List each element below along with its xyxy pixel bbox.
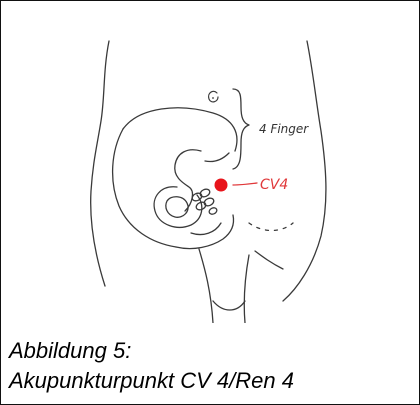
pelvis-inner-contour (175, 150, 201, 211)
groin-line-right (255, 251, 283, 269)
obturator-outline (191, 223, 221, 235)
caption-subtitle: Akupunkturpunkt CV 4/Ren 4 (9, 366, 414, 396)
pubic-arch-lower (176, 215, 234, 249)
pelvis-drawing: 4 Finger CV4 (1, 1, 419, 323)
hip-socket-outer (154, 187, 202, 228)
figure-caption: Abbildung 5: Akupunkturpunkt CV 4/Ren 4 (9, 336, 414, 396)
red-dot-icon (215, 179, 228, 192)
pelvis-iliac-crest (123, 108, 237, 151)
crotch-curve (213, 301, 245, 310)
pubic-bone-ovals (191, 188, 218, 216)
thigh-inner-left (199, 249, 213, 323)
torso-outline-left (91, 41, 109, 286)
cv4-label: CV4 (260, 177, 288, 193)
femoral-head (166, 197, 188, 218)
thigh-inner-right (244, 255, 249, 323)
torso-outline-right (283, 41, 326, 301)
finger-width-label: 4 Finger (259, 122, 309, 136)
curly-brace-icon (233, 89, 249, 169)
sacrum-line (205, 153, 229, 162)
navel-icon (209, 91, 218, 102)
anatomy-illustration: 4 Finger CV4 (1, 1, 419, 323)
inguinal-line-right (249, 223, 293, 231)
caption-title: Abbildung 5: (9, 336, 414, 366)
cv4-label-leader-line (233, 183, 257, 185)
